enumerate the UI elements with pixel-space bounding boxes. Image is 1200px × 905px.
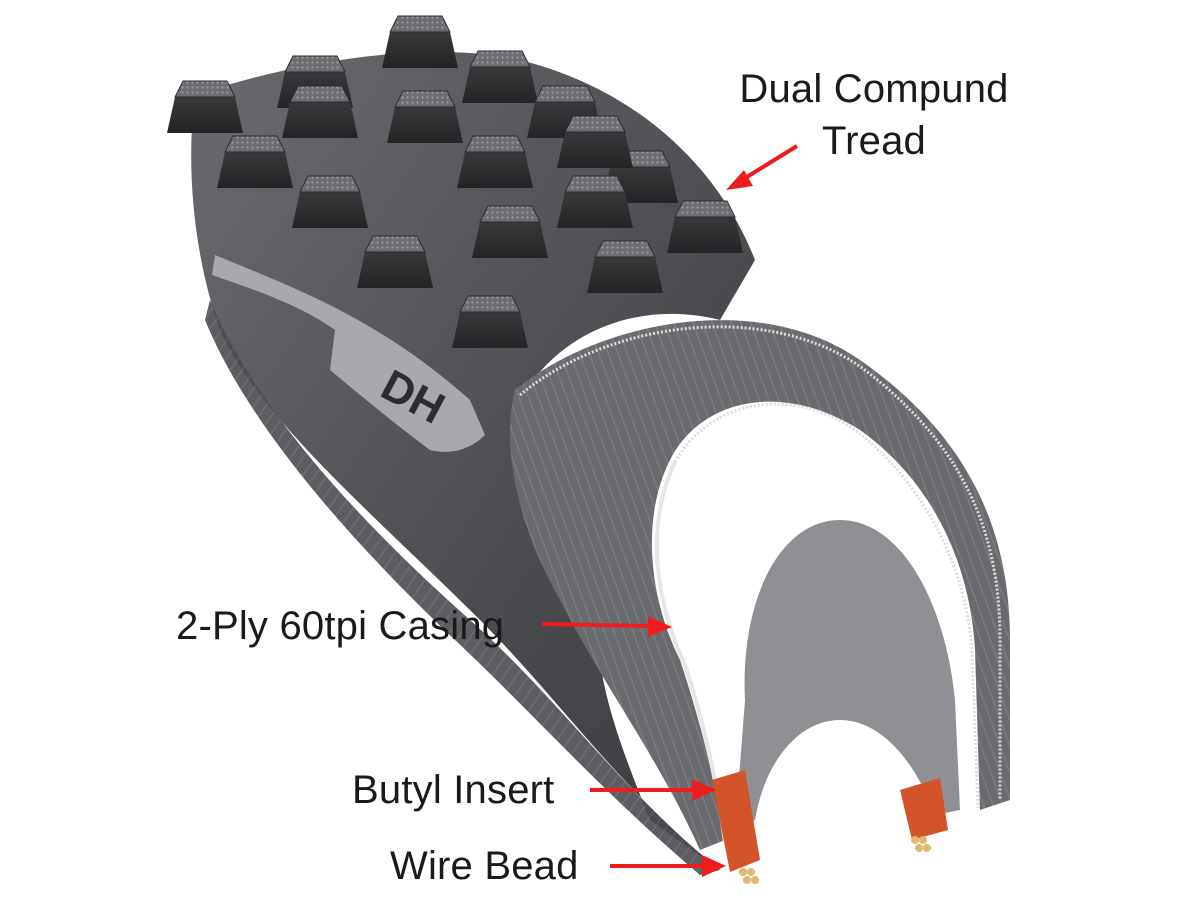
butyl-insert-left <box>712 770 760 872</box>
tire-cavity <box>735 520 960 830</box>
arrow-casing <box>541 616 672 637</box>
tread-knob <box>357 235 433 288</box>
casing-cross-section <box>510 320 1010 850</box>
sidewall-band <box>212 255 485 452</box>
tread-knob <box>167 80 243 133</box>
tread-knob <box>557 115 633 168</box>
tread-knob <box>462 50 538 103</box>
label-tread-line1: Dual Compund <box>739 67 1009 111</box>
tread-knob <box>292 175 368 228</box>
casing-ply-outline <box>519 325 1002 800</box>
tread-knob <box>217 135 293 188</box>
tread-knob <box>667 200 743 253</box>
arrow-tread <box>726 144 799 190</box>
label-tread-line2: Tread <box>821 119 926 163</box>
tread-knob <box>452 295 528 348</box>
tread-knobs <box>167 15 743 348</box>
tread-knob <box>387 90 463 143</box>
wire-bead-left <box>739 868 759 884</box>
label-wire-bead: Wire Bead <box>390 844 579 888</box>
arrow-butyl <box>590 779 716 801</box>
tread-knob <box>557 175 633 228</box>
butyl-insert-right <box>900 778 948 840</box>
tread-knob <box>587 240 663 293</box>
arrow-bead <box>610 855 726 877</box>
wire-bead-right <box>911 836 931 852</box>
label-butyl-insert: Butyl Insert <box>352 768 555 812</box>
tread-knob <box>472 205 548 258</box>
tread-knob <box>282 85 358 138</box>
tread-knob <box>457 135 533 188</box>
label-dual-compound-tread: Dual Compund Tread <box>724 63 1024 167</box>
label-casing: 2-Ply 60tpi Casing <box>176 604 505 648</box>
tread-knob <box>382 15 458 68</box>
callout-arrows <box>541 144 799 877</box>
